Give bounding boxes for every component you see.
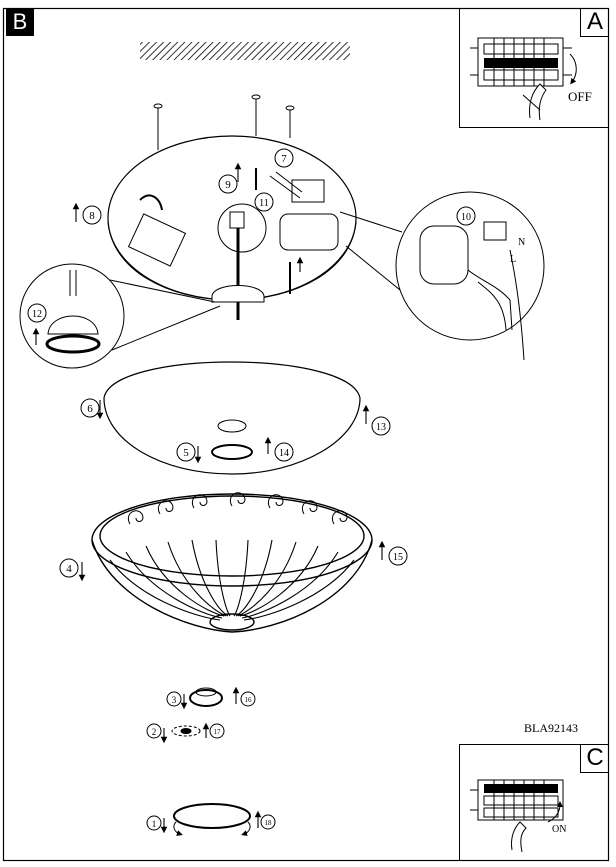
wire-n-label: N — [518, 237, 525, 248]
step-17: 17 — [209, 723, 225, 739]
svg-text:11: 11 — [259, 198, 269, 209]
step-16: 16 — [240, 691, 256, 707]
svg-text:5: 5 — [183, 447, 189, 459]
svg-text:9: 9 — [225, 179, 231, 191]
svg-text:15: 15 — [393, 552, 403, 563]
panel-a-frame — [459, 8, 609, 128]
panel-c-frame — [459, 744, 609, 861]
panel-tag-c: C — [580, 744, 609, 773]
svg-text:13: 13 — [376, 422, 386, 433]
svg-text:8: 8 — [89, 210, 95, 222]
step-9: 9 — [218, 174, 238, 194]
svg-text:14: 14 — [279, 448, 289, 459]
breaker-box-on — [470, 779, 564, 853]
step-3: 3 — [166, 691, 182, 707]
svg-text:6: 6 — [87, 403, 93, 415]
step-5: 5 — [176, 442, 196, 462]
glass-diffuser — [103, 361, 361, 475]
wire-l-label: L — [510, 254, 516, 265]
svg-text:17: 17 — [214, 728, 222, 736]
detail-circle-10 — [339, 191, 545, 361]
direction-arrows — [32, 162, 386, 834]
svg-text:1: 1 — [152, 819, 157, 829]
svg-text:16: 16 — [245, 696, 253, 704]
svg-text:3: 3 — [172, 695, 177, 705]
svg-text:12: 12 — [32, 309, 42, 320]
svg-text:10: 10 — [461, 212, 471, 223]
step-6: 6 — [80, 398, 100, 418]
breaker-box-off — [470, 37, 577, 121]
page-frame — [2, 7, 610, 862]
finial-ring — [189, 687, 223, 707]
on-label: ON — [552, 824, 566, 835]
svg-text:4: 4 — [66, 563, 72, 575]
step-8: 8 — [82, 205, 102, 225]
step-11: 11 — [254, 192, 274, 212]
nut-washer — [171, 725, 201, 737]
off-label: OFF — [568, 89, 592, 104]
step-10: 10 — [456, 206, 476, 226]
wire-basket — [91, 492, 373, 633]
svg-text:18: 18 — [265, 819, 273, 827]
step-markers: 8 9 7 11 10 12 6 13 5 14 4 15 3 16 2 17 … — [27, 148, 476, 831]
panel-tag-a: A — [580, 8, 609, 37]
svg-text:2: 2 — [152, 727, 157, 737]
step-12: 12 — [27, 303, 47, 323]
ceiling-hatch — [140, 42, 350, 60]
panel-tag-main: B — [6, 8, 34, 36]
step-1: 1 — [146, 815, 162, 831]
step-4: 4 — [59, 558, 79, 578]
step-18: 18 — [260, 814, 276, 830]
detail-circle-12 — [19, 263, 221, 369]
step-14: 14 — [274, 442, 294, 462]
step-15: 15 — [388, 546, 408, 566]
svg-text:7: 7 — [281, 153, 287, 165]
step-13: 13 — [371, 416, 391, 436]
model-code: BLA92143 — [524, 721, 578, 735]
step-7: 7 — [274, 148, 294, 168]
end-cap — [173, 803, 251, 836]
mounting-plate — [107, 94, 357, 320]
step-2: 2 — [146, 723, 162, 739]
